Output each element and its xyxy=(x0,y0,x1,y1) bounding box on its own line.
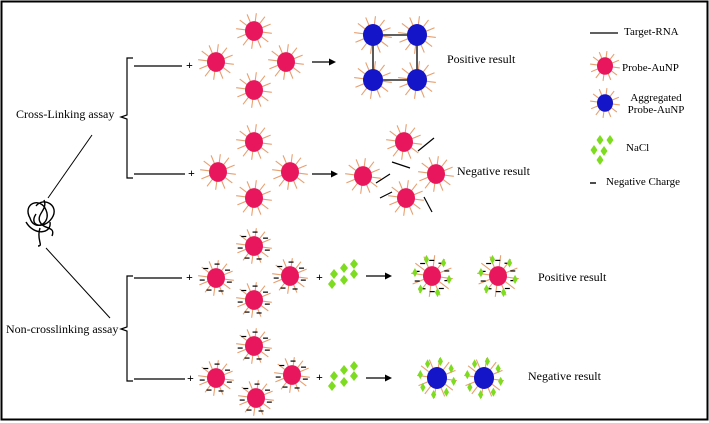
bracket-non-crosslinking xyxy=(119,275,185,382)
nacl-crystal xyxy=(484,356,490,366)
plus-sign: + xyxy=(186,58,193,72)
probe-aunp-particle xyxy=(198,360,234,396)
probe-aunp-particle xyxy=(236,124,272,160)
nacl-crystal xyxy=(448,364,454,374)
reaction-arrow xyxy=(312,170,338,178)
aggregated-probe-particle xyxy=(398,16,436,54)
probe-aunp-particle xyxy=(268,44,304,80)
plus-sign: + xyxy=(187,371,194,385)
connector-non-crosslinking xyxy=(45,247,111,319)
nacl-crystal xyxy=(437,356,443,366)
probe-aunp-particle xyxy=(200,154,236,190)
nacl-crystal xyxy=(431,390,437,400)
legend-aggregated-icon xyxy=(590,88,620,118)
bracket-cross-linking xyxy=(119,57,185,179)
nacl-crystal xyxy=(478,267,484,278)
probe-aunp-particle xyxy=(236,180,272,216)
nacl-crystal xyxy=(483,284,490,294)
probe-aunp-particle xyxy=(411,254,453,298)
nacl-crystal xyxy=(425,359,431,369)
aggregated-probe-particle xyxy=(464,356,504,400)
probe-aunp-particle xyxy=(274,357,310,393)
legend-negative-charge-label: Negative Charge xyxy=(606,176,681,188)
probe-aunp-particle xyxy=(236,282,272,318)
probe-aunp-particle xyxy=(272,258,308,294)
legend-nacl-label: NaCl xyxy=(626,142,650,154)
legend-probe-aunp-label: Probe-AuNP xyxy=(622,62,679,74)
legend-aggregated-line1: Aggregated xyxy=(630,92,682,104)
probe-aunp-particle xyxy=(345,158,381,194)
probe-aunp-particle xyxy=(236,328,272,364)
nacl-crystal xyxy=(417,284,424,294)
nacl-crystal xyxy=(498,376,504,386)
nacl-crystal xyxy=(478,390,484,400)
non-crosslinking-assay-label: Non-crosslinking assay xyxy=(6,322,119,336)
nacl-crystal xyxy=(495,364,501,374)
nacl-crystal xyxy=(423,254,430,265)
legend-aggregated-line2: Probe-AuNP xyxy=(627,104,685,116)
nacl-cluster xyxy=(328,259,358,289)
nacl-crystal xyxy=(467,382,473,392)
nacl-crystal xyxy=(489,254,496,265)
probe-aunp-particle xyxy=(418,156,454,192)
cross-linking-negative-label: Negative result xyxy=(457,164,530,178)
nacl-cluster xyxy=(328,361,358,391)
probe-aunp-particle xyxy=(386,124,422,160)
probe-aunp-particle xyxy=(236,13,272,49)
non-crosslinking-positive-label: Positive result xyxy=(538,270,607,284)
probe-aunp-particle xyxy=(198,260,234,296)
nacl-crystal xyxy=(417,370,423,380)
nacl-crystal xyxy=(412,267,418,278)
nacl-crystal xyxy=(446,274,452,285)
plus-sign: + xyxy=(316,270,323,284)
nacl-crystal xyxy=(500,287,507,298)
cross-linking-positive-label: Positive result xyxy=(447,52,516,66)
reaction-arrow xyxy=(366,272,392,280)
aggregated-probe-particle xyxy=(354,16,392,54)
probe-aunp-particle xyxy=(198,44,234,80)
legend-aggregated-label: Aggregated Probe-AuNP xyxy=(616,92,696,116)
reaction-arrow xyxy=(312,58,336,66)
nacl-crystal xyxy=(451,376,457,386)
free-rna-strands xyxy=(375,137,435,213)
reaction-arrow xyxy=(366,374,392,382)
probe-aunp-particle xyxy=(236,72,272,108)
plus-sign: + xyxy=(186,270,193,284)
legend-target-rna-label: Target-RNA xyxy=(624,26,679,38)
nacl-crystal xyxy=(512,274,518,285)
nacl-crystal xyxy=(472,359,478,369)
aggregated-probe-particle xyxy=(354,61,392,99)
probe-aunp-particle xyxy=(388,180,424,216)
probe-aunp-particle xyxy=(238,380,274,416)
probe-aunp-particle xyxy=(477,254,519,298)
nacl-crystal xyxy=(440,258,447,268)
plus-sign: + xyxy=(316,370,323,384)
aggregated-probe-particle xyxy=(398,61,436,99)
aggregated-probe-particle xyxy=(417,356,457,400)
legend-probe-aunp-icon xyxy=(590,51,620,81)
nacl-crystal xyxy=(506,258,513,268)
probe-aunp-particle xyxy=(236,228,272,264)
nacl-crystal xyxy=(420,382,426,392)
non-crosslinking-negative-label: Negative result xyxy=(528,369,601,383)
nacl-crystal xyxy=(443,387,449,397)
target-rna-tangle xyxy=(25,199,55,247)
cross-linking-assay-label: Cross-Linking assay xyxy=(16,107,115,121)
probe-aunp-particle xyxy=(272,154,308,190)
nacl-crystal xyxy=(434,287,441,298)
nacl-crystal xyxy=(490,387,496,397)
particles-layer xyxy=(198,13,620,416)
legend-nacl-icon xyxy=(590,135,614,165)
plus-sign: + xyxy=(188,166,195,180)
connector-cross-linking xyxy=(47,134,93,199)
nacl-crystal xyxy=(464,370,470,380)
